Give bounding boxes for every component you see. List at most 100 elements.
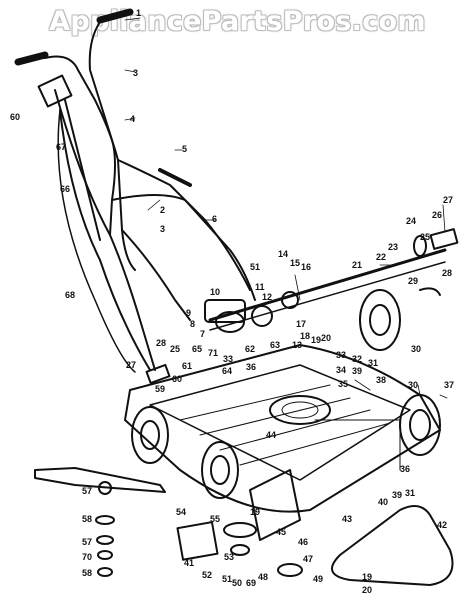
wheel-front-left: [131, 406, 169, 464]
blade: [34, 467, 166, 495]
wheel-rear-left: [359, 289, 401, 351]
callout-27b: 27: [126, 360, 136, 370]
callout-7: 7: [200, 329, 205, 339]
callout-57b: 57: [82, 537, 92, 547]
callout-28: 28: [442, 268, 452, 278]
callout-10: 10: [210, 287, 220, 297]
callout-6: 6: [212, 214, 217, 224]
callout-26: 26: [432, 210, 442, 220]
callout-19: 19: [311, 335, 321, 345]
callout-19b: 19: [250, 507, 260, 517]
callout-52: 52: [202, 570, 212, 580]
callout-12: 12: [262, 292, 272, 302]
drive-belt: [331, 505, 454, 586]
callout-29: 29: [408, 276, 418, 286]
callout-68: 68: [65, 290, 75, 300]
callout-63: 63: [270, 340, 280, 350]
callout-17: 17: [296, 319, 306, 329]
callout-16: 16: [301, 262, 311, 272]
callout-2: 2: [160, 205, 165, 215]
callout-24: 24: [406, 216, 416, 226]
callout-labels: 1 3 4 5 2 3 6 60 67 66 68 14 15 16 51 11…: [10, 8, 454, 595]
callout-20: 20: [321, 333, 331, 343]
callout-66: 66: [60, 184, 70, 194]
callout-36: 36: [246, 362, 256, 372]
callout-34: 34: [336, 365, 346, 375]
callout-3: 3: [133, 68, 138, 78]
callout-23: 23: [388, 242, 398, 252]
callout-62: 62: [245, 344, 255, 354]
callout-25b: 25: [170, 344, 180, 354]
callout-44: 44: [266, 430, 276, 440]
callout-48: 48: [258, 572, 268, 582]
callout-18: 18: [300, 331, 310, 341]
callout-30b: 30: [408, 380, 418, 390]
callout-45: 45: [276, 527, 286, 537]
callout-5: 5: [182, 144, 187, 154]
callout-61: 61: [182, 361, 192, 371]
callout-14: 14: [278, 249, 288, 259]
callout-53: 53: [224, 552, 234, 562]
callout-31: 31: [368, 358, 378, 368]
callout-58: 58: [82, 514, 92, 524]
callout-19c: 19: [362, 572, 372, 582]
callout-9: 9: [186, 308, 191, 318]
callout-15: 15: [290, 258, 300, 268]
mower-deck: [124, 344, 441, 541]
callout-28b: 28: [156, 338, 166, 348]
callout-50: 50: [232, 578, 242, 588]
callout-30: 30: [411, 344, 421, 354]
callout-38: 38: [376, 375, 386, 385]
callout-3b: 3: [160, 224, 165, 234]
callout-43: 43: [342, 514, 352, 524]
callout-31b: 31: [405, 488, 415, 498]
callout-59: 59: [155, 384, 165, 394]
callout-35: 35: [338, 379, 348, 389]
leader-lines: [124, 17, 448, 399]
callout-39b: 39: [392, 490, 402, 500]
callout-51b: 51: [222, 574, 232, 584]
callout-67: 67: [56, 142, 66, 152]
callout-25: 25: [420, 232, 430, 242]
callout-39: 39: [352, 366, 362, 376]
callout-22: 22: [376, 252, 386, 262]
callout-33b: 33: [336, 350, 346, 360]
callout-13: 13: [292, 340, 302, 350]
callout-40: 40: [378, 497, 388, 507]
callout-33: 33: [223, 354, 233, 364]
callout-32: 32: [352, 354, 362, 364]
callout-54: 54: [176, 507, 186, 517]
callout-49: 49: [313, 574, 323, 584]
callout-71: 71: [208, 348, 218, 358]
control-cable: [57, 109, 171, 385]
callout-58b: 58: [82, 568, 92, 578]
callout-64: 64: [222, 366, 232, 376]
callout-65: 65: [192, 344, 202, 354]
callout-60b: 60: [172, 374, 182, 384]
callout-46: 46: [298, 537, 308, 547]
callout-47: 47: [303, 554, 313, 564]
handle-assembly: [14, 8, 256, 371]
wheel-front-right: [201, 441, 239, 499]
axle-assembly: [204, 228, 459, 333]
callout-55: 55: [210, 514, 220, 524]
callout-70: 70: [82, 552, 92, 562]
callout-41: 41: [184, 558, 194, 568]
callout-8: 8: [190, 319, 195, 329]
spindle-hardware: [95, 515, 303, 577]
callout-51: 51: [250, 262, 260, 272]
callout-37: 37: [444, 380, 454, 390]
callout-60: 60: [10, 112, 20, 122]
callout-4: 4: [130, 114, 135, 124]
callout-57: 57: [82, 486, 92, 496]
callout-21: 21: [352, 260, 362, 270]
callout-42: 42: [437, 520, 447, 530]
callout-69: 69: [246, 578, 256, 588]
callout-27: 27: [443, 195, 453, 205]
wheel-rear-right: [399, 394, 441, 456]
callout-11: 11: [255, 282, 265, 292]
callout-20b: 20: [362, 585, 372, 595]
watermark: AppliancePartsPros.com: [49, 6, 426, 37]
